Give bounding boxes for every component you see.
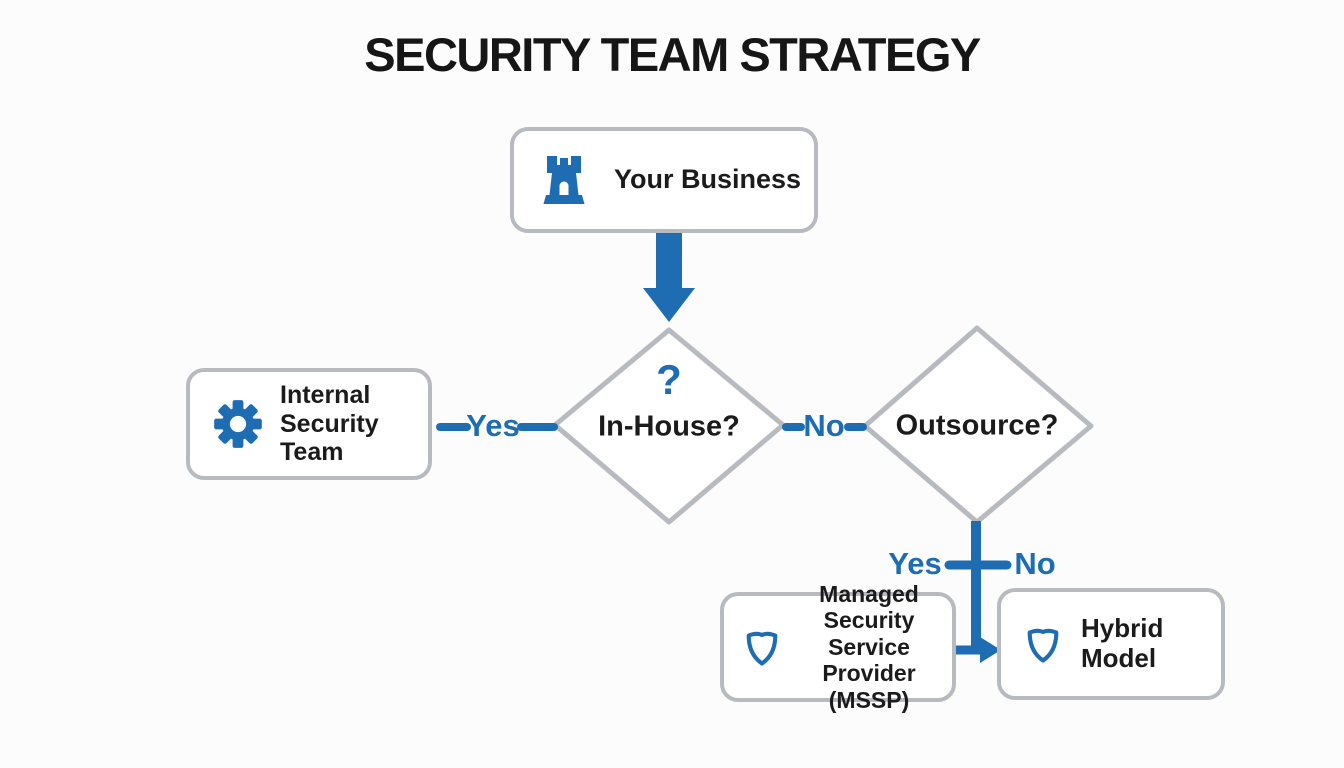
- node-label-line1: Internal: [280, 380, 371, 409]
- in-house-label: In-House?: [598, 410, 740, 443]
- outsource-label: Outsource?: [895, 409, 1059, 442]
- node-label: Your Business: [614, 164, 802, 195]
- node-hybrid-model: Hybrid Model: [997, 588, 1225, 700]
- node-label: Hybrid Model: [1081, 613, 1164, 673]
- question-mark-icon: ?: [656, 356, 682, 403]
- hybrid-arrow-head: [980, 637, 1001, 663]
- node-your-business: Your Business: [510, 127, 818, 233]
- page-title: SECURITY TEAM STRATEGY: [364, 28, 981, 81]
- shield-icon: [1021, 621, 1065, 667]
- node-label: Managed Security Service Provider (MSSP): [794, 581, 952, 713]
- node-label-line2: Service: [828, 633, 910, 660]
- node-label-line1: Managed Security: [819, 580, 919, 634]
- in-house-diamond: [552, 327, 786, 525]
- node-label-line3: Provider (MSSP): [822, 660, 916, 713]
- node-label-line2: Security Team: [280, 409, 379, 467]
- node-internal-security-team: Internal Security Team: [186, 368, 432, 480]
- in-house-yes-label: Yes: [466, 408, 520, 443]
- node-label: Internal Security Team: [280, 381, 428, 467]
- gear-icon: [212, 398, 264, 450]
- outsource-no-label: No: [1014, 546, 1056, 581]
- down-arrow: [643, 233, 695, 322]
- in-house-no-label: No: [803, 408, 845, 443]
- node-mssp: Managed Security Service Provider (MSSP): [720, 581, 956, 713]
- castle-icon: [540, 154, 588, 206]
- outsource-yes-label: Yes: [888, 546, 942, 581]
- shield-icon: [740, 624, 784, 670]
